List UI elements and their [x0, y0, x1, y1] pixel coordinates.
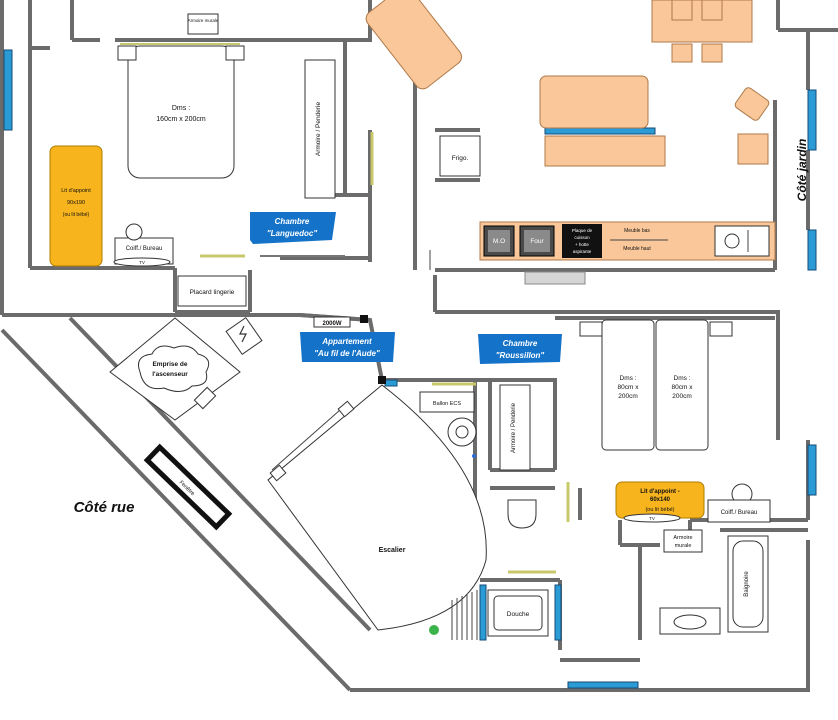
radiateur-2000w — [313, 316, 351, 328]
bed-single-1 — [601, 319, 655, 451]
armoire-murale-2-sub: murale — [675, 543, 692, 549]
evier — [714, 225, 770, 257]
plaque-label-1: Plaque de — [572, 228, 593, 233]
armoire-murale-top — [187, 13, 219, 35]
armoire-penderie-2 — [499, 384, 531, 471]
escalier-label: Escalier — [379, 547, 406, 554]
appartement-name: "Au fil de l'Aude" — [314, 349, 380, 358]
w2000-label: 2000W — [322, 321, 341, 327]
lit-appoint-2-size: 60x140 — [650, 497, 671, 503]
green-dot — [429, 625, 439, 635]
coiff-bureau-2-label: Coiff./ Bureau — [721, 510, 758, 516]
four-label: Four — [530, 238, 544, 245]
chambre-languedoc-tag — [250, 212, 336, 244]
plaque-label-4: aspirante — [573, 249, 592, 254]
bed-2b-length: 200cm — [672, 393, 692, 400]
armoire-murale-2-label: Armoire — [673, 535, 692, 541]
plaque-label-2: cuisson — [574, 235, 590, 240]
armoire-murale-2 — [663, 529, 703, 553]
meuble-bas-label: Meuble bas — [624, 228, 650, 234]
lit-appoint-1-label: Lit d'appoint — [61, 188, 91, 194]
placard-lingerie — [177, 275, 247, 307]
tv-1-label: TV — [139, 260, 145, 265]
armoire-penderie-top — [304, 59, 336, 199]
plaque-label-3: + hotte — [575, 242, 589, 247]
entree-escalier: Emprise de l'ascenseur 2000W Appartement… — [74, 315, 487, 640]
door-swings — [120, 43, 431, 270]
chambre-languedoc: Armoire murale Dms : 160cm x 200cm Armoi… — [49, 13, 336, 307]
ballon-label: Ballon ECS — [433, 401, 461, 407]
emprise-ascenseur-cloud — [138, 345, 210, 392]
mo-label: M.O — [493, 238, 505, 245]
armoire-penderie-top-label: Armoire / Penderie — [315, 102, 322, 157]
sejour-cuisine: Frigo. M.O Four Plaque de cuisson + hott… — [365, 0, 809, 285]
placard-label: Placard lingerie — [190, 289, 235, 296]
side-table — [737, 133, 769, 165]
electric-panel — [225, 316, 263, 356]
frigo-label: Frigo. — [452, 155, 469, 162]
bed-double — [127, 45, 235, 179]
chambre-2-label: Chambre — [503, 339, 538, 348]
douche-label: Douche — [507, 611, 530, 618]
sofa-diagonal — [365, 0, 463, 90]
bed-2a-size: 80cm x — [618, 384, 640, 391]
bed-main-label: Dms : — [172, 105, 190, 112]
windows — [3, 49, 817, 689]
appartement-tag — [300, 332, 395, 362]
cote-jardin-label: Côté jardin — [795, 139, 809, 202]
coiff-bureau-2 — [707, 499, 771, 523]
chambre-roussillon: Chambre "Roussillon" Dms : 80cm x 200cm … — [419, 319, 771, 637]
ballon-ecs — [419, 391, 475, 413]
coiff-bureau-1-label: Coiff./ Bureau — [126, 246, 163, 252]
emprise-label-1: Emprise de — [152, 361, 187, 368]
emprise-label-2: l'ascenseur — [152, 371, 188, 378]
lit-appoint-2-note: (ou lit bébé) — [645, 507, 674, 513]
chambre-1-label: Chambre — [275, 217, 310, 226]
bed-main-size: 160cm x 200cm — [156, 116, 206, 123]
cote-rue-label: Côté rue — [74, 499, 135, 516]
lit-appoint-1-size: 90x190 — [67, 200, 85, 206]
fenetre-rue — [143, 443, 233, 531]
lit-appoint-1-note: (ou lit bébé) — [63, 212, 90, 218]
stair-steps — [451, 590, 478, 640]
chambre-2-name: "Roussillon" — [496, 351, 545, 360]
lit-appoint-1 — [49, 145, 103, 267]
chambre-1-name: "Languedoc" — [267, 229, 317, 238]
armoire-penderie-2-label: Armoire / Penderie — [511, 402, 517, 453]
bed-single-2 — [655, 319, 709, 451]
bed-2b-size: 80cm x — [672, 384, 694, 391]
chambre-roussillon-tag — [478, 334, 562, 364]
meuble-haut-label: Meuble haut — [623, 246, 651, 252]
bed-2b-label: Dms : — [674, 375, 691, 382]
lit-appoint-2-label: Lit d'appoint - — [640, 489, 679, 495]
bed-2a-length: 200cm — [618, 393, 638, 400]
baignoire-label: Baignoire — [744, 571, 750, 597]
bed-2a-label: Dms : — [620, 375, 637, 382]
tv-2-label: TV — [649, 516, 655, 521]
armchair — [734, 87, 770, 121]
wc — [507, 499, 537, 529]
armoire-murale-top-label: Armoire murale — [188, 18, 219, 23]
frigo — [439, 135, 481, 177]
coffee-table — [544, 135, 666, 167]
sofa — [539, 75, 649, 129]
escalier-zone — [267, 384, 487, 631]
appartement-label: Appartement — [321, 337, 372, 346]
